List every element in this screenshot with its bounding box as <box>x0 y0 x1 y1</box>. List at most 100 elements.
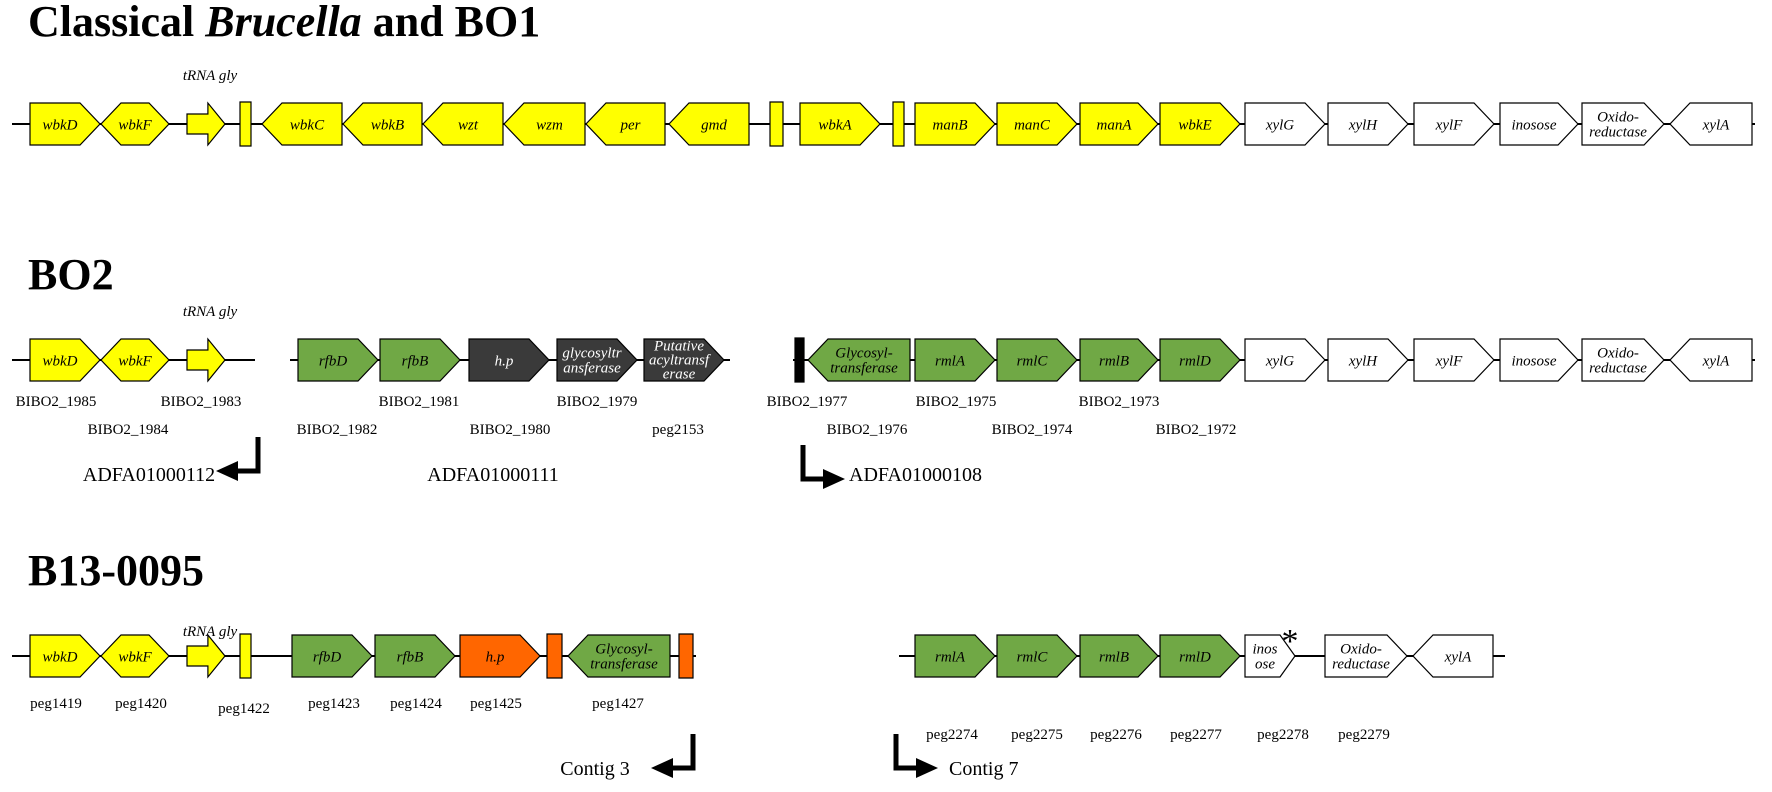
locus-tag: peg2277 <box>1170 727 1222 743</box>
gene-arrow <box>1079 102 1159 146</box>
gene-fragment <box>546 633 563 679</box>
gene-label: glycosyltr <box>562 345 621 361</box>
gene-label: manC <box>1014 117 1051 133</box>
contig-accession: Contig 3 <box>560 758 629 780</box>
gene-arrow <box>1079 634 1159 678</box>
locus-tag: peg2279 <box>1338 727 1390 743</box>
gene-label: rfbD <box>313 649 342 665</box>
gene-fragment <box>186 633 226 679</box>
gene-label: xylA <box>1444 649 1472 665</box>
gene-arrow <box>914 338 996 382</box>
gene-arrow <box>807 338 911 382</box>
gene-label: xylH <box>1348 117 1378 133</box>
gene-oxidoreductase: Oxido-reductase <box>1324 634 1408 678</box>
gene-arrow <box>29 634 101 678</box>
gene-manc: manC <box>996 102 1078 146</box>
title-part: B13-0095 <box>28 546 204 595</box>
gene-wbkf: wbkF <box>100 634 170 678</box>
gene-label: manB <box>933 117 968 133</box>
locus-tag: peg1422 <box>218 701 270 717</box>
gene-fragment <box>769 101 784 147</box>
gene-xyla: xylA <box>1669 102 1753 146</box>
gene-arrow <box>239 633 252 679</box>
gene-arrow <box>914 102 996 146</box>
gene-arrow <box>100 102 170 146</box>
gene-label: xylG <box>1265 353 1294 369</box>
gene-label: Oxido- <box>1597 345 1639 361</box>
gene-label: xylH <box>1348 353 1378 369</box>
gene-wbkd: wbkD <box>29 338 101 382</box>
title-part: Brucella <box>204 0 361 46</box>
gene-label: wbkD <box>43 117 78 133</box>
locus-tag: peg2153 <box>652 422 704 438</box>
gene-arrow <box>1079 338 1159 382</box>
gene-wbke: wbkE <box>1159 102 1241 146</box>
gene-arrow <box>914 634 996 678</box>
gene-arrow <box>1581 338 1665 382</box>
gene-label: xylA <box>1702 117 1730 133</box>
trna-gly-annotation: tRNA gly <box>183 68 238 84</box>
gene-rfbb: rfbB <box>379 338 461 382</box>
gene-arrow <box>1413 102 1495 146</box>
gene-rmlb: rmlB <box>1079 338 1159 382</box>
gene-xylh: xylH <box>1327 102 1409 146</box>
gene-rfbd: rfbD <box>291 634 373 678</box>
bo2-title: BO2 <box>28 250 114 299</box>
locus-tag: peg2274 <box>926 727 978 743</box>
gene-arrow <box>1669 338 1753 382</box>
gene-label: Oxido- <box>1597 109 1639 125</box>
gene-wbkf: wbkF <box>100 102 170 146</box>
gene-arrow <box>668 102 750 146</box>
gene-arrow <box>643 338 725 382</box>
gene-arrow <box>459 634 541 678</box>
gene-arrow <box>379 338 461 382</box>
locus-tag: BIBO2_1973 <box>1079 394 1160 410</box>
gene-label: wbkB <box>371 117 404 133</box>
gene-rmla: rmlA <box>914 338 996 382</box>
gene-rmla: rmlA <box>914 634 996 678</box>
gene-label: wzm <box>536 117 563 133</box>
gene-fragment <box>239 633 252 679</box>
gene-label: xylG <box>1265 117 1294 133</box>
gene-xylg: xylG <box>1244 102 1326 146</box>
locus-tag: peg1425 <box>470 696 522 712</box>
gene-arrow <box>996 102 1078 146</box>
trna-gly-annotation: tRNA gly <box>183 624 238 640</box>
gene-rfbd: rfbD <box>297 338 379 382</box>
gene-oxidoreductase: Oxido-reductase <box>1581 102 1665 146</box>
locus-tag: BIBO2_1972 <box>1156 422 1237 438</box>
gene-arrow <box>186 633 226 679</box>
gene-label: rmlC <box>1017 649 1049 665</box>
gene-label: xylA <box>1702 353 1730 369</box>
gene-label: wbkA <box>818 117 852 133</box>
gene-label: transferase <box>590 656 658 672</box>
locus-tag: BIBO2_1982 <box>297 422 378 438</box>
gene-arrow <box>1499 102 1579 146</box>
gene-arrow <box>297 338 379 382</box>
gene-wbka: wbkA <box>799 102 881 146</box>
gene-label: rmlA <box>935 353 966 369</box>
contig-accession: ADFA01000112 <box>83 464 215 486</box>
gene-xylh: xylH <box>1327 338 1409 382</box>
gene-wbkd: wbkD <box>29 634 101 678</box>
gene-label: wbkF <box>118 353 152 369</box>
gene-label: Glycosyl- <box>595 641 652 657</box>
locus-tag: BIBO2_1984 <box>88 422 169 438</box>
gene-arrow <box>678 633 694 679</box>
locus-tag: BIBO2_1977 <box>767 394 848 410</box>
gene-arrow <box>468 338 550 382</box>
gene-fragment <box>186 337 226 383</box>
gene-xylf: xylF <box>1413 102 1495 146</box>
gene-oxidoreductase: Oxido-reductase <box>1581 338 1665 382</box>
gene-hp: h.p <box>468 338 550 382</box>
gene-arrow <box>29 338 101 382</box>
gene-label: wbkE <box>1178 117 1211 133</box>
locus-tag: BIBO2_1985 <box>16 394 97 410</box>
gene-arrow <box>585 102 666 146</box>
gene-arrow <box>1327 102 1409 146</box>
gene-rmld: rmlD <box>1159 634 1241 678</box>
gene-arrow <box>769 101 784 147</box>
locus-tag: BIBO2_1981 <box>379 394 460 410</box>
contig-accession: Contig 7 <box>949 758 1018 780</box>
